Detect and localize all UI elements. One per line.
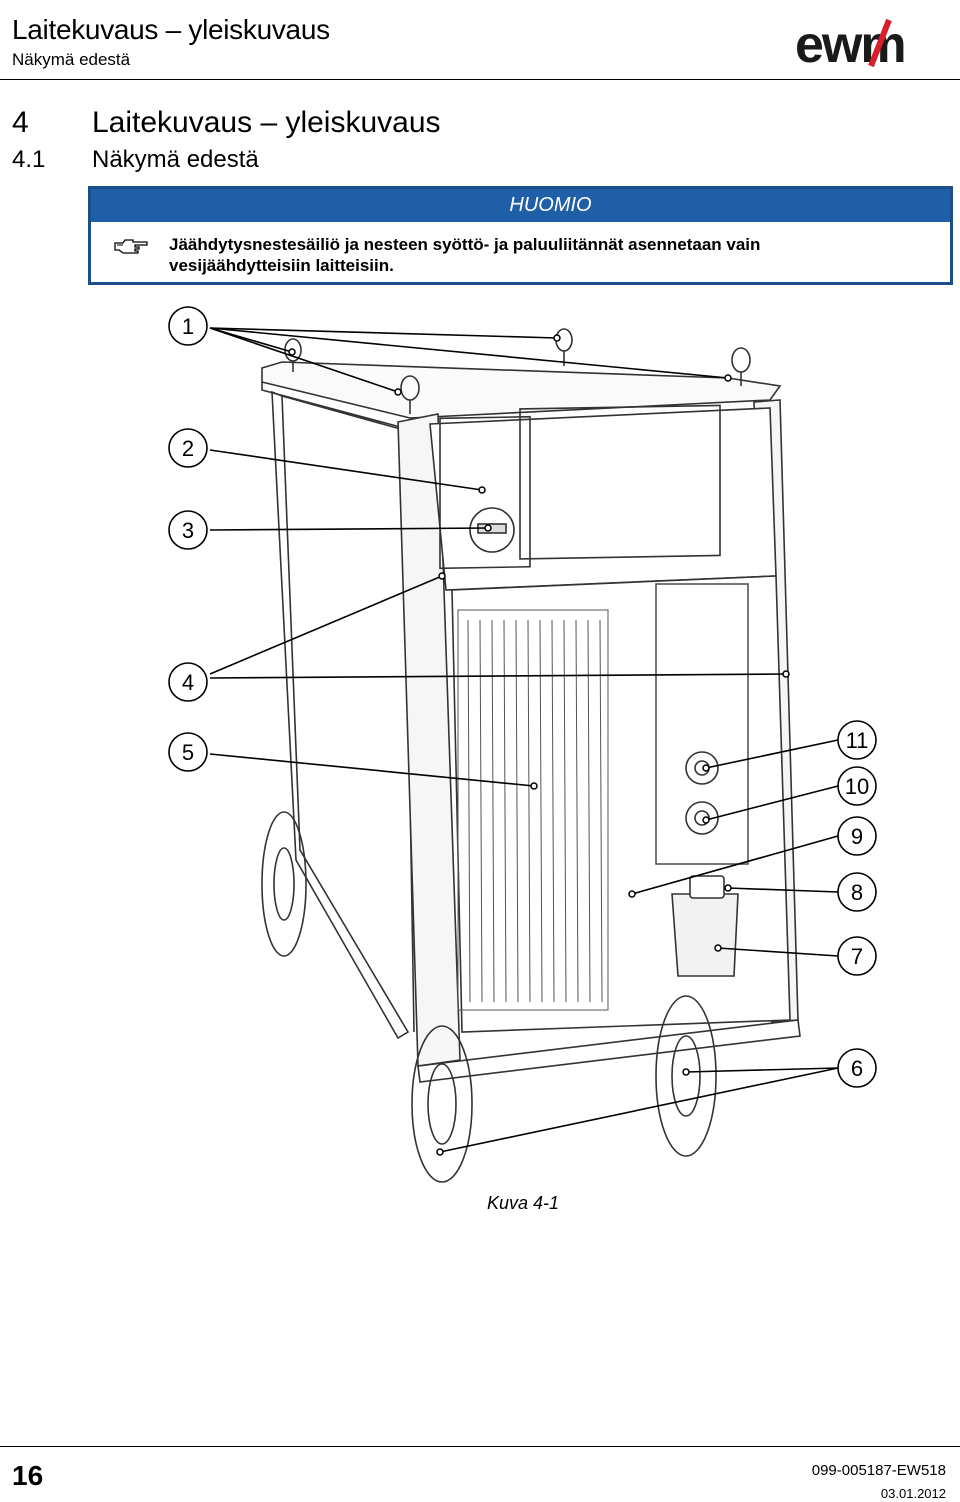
svg-text:4: 4 bbox=[182, 670, 194, 695]
svg-text:3: 3 bbox=[182, 518, 194, 543]
callout-9: 9 bbox=[837, 816, 877, 856]
chapter-number: 4 bbox=[12, 106, 29, 139]
callout-8: 8 bbox=[837, 872, 877, 912]
callout-4: 4 bbox=[168, 662, 208, 702]
svg-text:10: 10 bbox=[845, 774, 869, 799]
header-rule bbox=[0, 79, 960, 80]
svg-text:5: 5 bbox=[182, 740, 194, 765]
notice-line-2: vesijäähdytteisiin laitteisiin. bbox=[169, 256, 394, 275]
footer-rule bbox=[0, 1446, 960, 1447]
pointing-hand-icon bbox=[113, 237, 149, 260]
notice-box: HUOMIO Jäähdytysnestesäiliö ja nesteen s… bbox=[88, 186, 953, 285]
svg-text:6: 6 bbox=[851, 1056, 863, 1081]
section-title: Näkymä edestä bbox=[92, 146, 259, 173]
lifting-eye-right-icon bbox=[731, 347, 751, 386]
notice-text: Jäähdytysnestesäiliö ja nesteen syöttö- … bbox=[169, 234, 929, 276]
wheel-front-right-icon bbox=[655, 995, 717, 1157]
chapter-title: Laitekuvaus – yleiskuvaus bbox=[92, 106, 441, 139]
wheel-front-left-icon bbox=[411, 1025, 473, 1183]
callout-11: 11 bbox=[837, 720, 877, 760]
svg-text:8: 8 bbox=[851, 880, 863, 905]
svg-text:1: 1 bbox=[182, 314, 194, 339]
svg-text:2: 2 bbox=[182, 436, 194, 461]
wheel-rear-left-icon bbox=[261, 811, 307, 957]
figure-caption: Kuva 4-1 bbox=[487, 1193, 560, 1213]
callout-5: 5 bbox=[168, 732, 208, 772]
svg-text:9: 9 bbox=[851, 824, 863, 849]
callout-10: 10 bbox=[837, 766, 877, 806]
svg-text:11: 11 bbox=[846, 728, 869, 753]
callout-6: 6 bbox=[837, 1048, 877, 1088]
device-front-view-figure: 1 2 3 4 5 11 10 9 8 7 6 bbox=[168, 306, 877, 1183]
callout-2: 2 bbox=[168, 428, 208, 468]
section-number: 4.1 bbox=[12, 146, 46, 173]
running-header-subtitle: Näkymä edestä bbox=[12, 50, 131, 69]
notice-line-1: Jäähdytysnestesäiliö ja nesteen syöttö- … bbox=[169, 235, 761, 254]
coolant-tank-icon bbox=[671, 875, 739, 977]
callout-3: 3 bbox=[168, 510, 208, 550]
ventilation-grille bbox=[457, 609, 609, 1011]
notice-header: HUOMIO bbox=[91, 189, 950, 222]
document-id: 099-005187-EW518 bbox=[811, 1462, 946, 1479]
lifting-eye-front-icon bbox=[400, 375, 420, 414]
ewm-logo: ewm bbox=[793, 16, 935, 75]
callout-7: 7 bbox=[837, 936, 877, 976]
running-header-title: Laitekuvaus – yleiskuvaus bbox=[12, 14, 330, 45]
svg-text:7: 7 bbox=[851, 944, 863, 969]
page-number: 16 bbox=[12, 1460, 44, 1491]
notice-label: HUOMIO bbox=[509, 194, 592, 216]
callout-1: 1 bbox=[168, 306, 208, 346]
document-date: 03.01.2012 bbox=[880, 1486, 946, 1501]
